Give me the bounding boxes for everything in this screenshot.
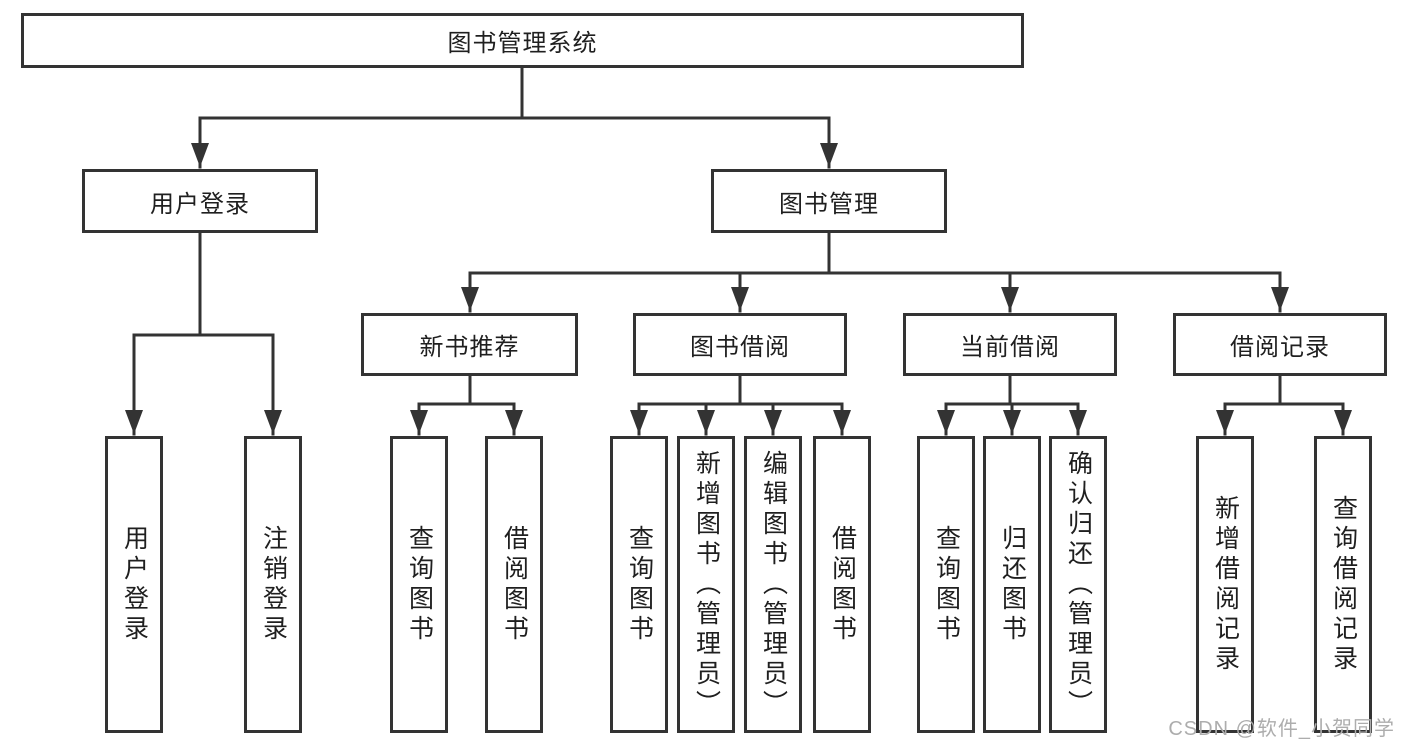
leaf-confirm-return-admin: 确认归还（管理员） (1049, 436, 1107, 733)
leaf-label: 新增图书（管理员） (692, 449, 721, 720)
node-current-borrowing: 当前借阅 (903, 313, 1117, 376)
leaf-label: 新增借阅记录 (1211, 494, 1240, 675)
leaf-add-borrow-record: 新增借阅记录 (1196, 436, 1254, 733)
leaf-label: 查询借阅记录 (1329, 494, 1358, 675)
node-user-login: 用户登录 (82, 169, 318, 233)
node-new-book-recommend: 新书推荐 (361, 313, 578, 376)
leaf-logout: 注销登录 (244, 436, 302, 733)
leaf-query-books-recommend: 查询图书 (390, 436, 448, 733)
leaf-label: 注销登录 (259, 524, 288, 645)
leaf-return-books: 归还图书 (983, 436, 1041, 733)
leaf-label: 查询图书 (625, 524, 654, 645)
node-borrowing-records: 借阅记录 (1173, 313, 1387, 376)
node-book-management: 图书管理 (711, 169, 947, 233)
leaf-label: 编辑图书（管理员） (759, 449, 788, 720)
leaf-query-books-borrowing: 查询图书 (610, 436, 668, 733)
node-label: 借阅记录 (1230, 334, 1330, 361)
connector-root-to-level2 (191, 66, 838, 169)
leaf-label: 查询图书 (932, 524, 961, 645)
node-book-borrowing: 图书借阅 (633, 313, 847, 376)
leaf-label: 借阅图书 (828, 524, 857, 645)
leaf-query-borrow-record: 查询借阅记录 (1314, 436, 1372, 733)
connector-recommend-to-leaves (410, 374, 523, 436)
connector-records-to-leaves (1216, 374, 1352, 436)
leaf-borrow-books-recommend: 借阅图书 (485, 436, 543, 733)
node-label: 新书推荐 (419, 334, 520, 361)
leaf-add-books-admin: 新增图书（管理员） (677, 436, 735, 733)
node-label: 图书借阅 (690, 334, 790, 361)
connector-current-to-leaves (937, 374, 1087, 436)
node-label: 图书管理系统 (447, 30, 598, 57)
csdn-watermark: CSDN @软件_小贺同学 (1168, 718, 1395, 740)
leaf-borrow-books: 借阅图书 (813, 436, 871, 733)
connector-userlogin-to-leaves (125, 231, 282, 436)
leaf-user-login: 用户登录 (105, 436, 163, 733)
connector-borrowing-to-leaves (630, 374, 851, 436)
leaf-label: 查询图书 (405, 524, 434, 645)
node-root-library-system: 图书管理系统 (21, 13, 1024, 68)
node-label: 当前借阅 (960, 334, 1060, 361)
node-label: 用户登录 (150, 190, 250, 218)
leaf-label: 用户登录 (120, 524, 149, 645)
leaf-label: 确认归还（管理员） (1064, 449, 1093, 720)
leaf-label: 借阅图书 (500, 524, 529, 645)
leaf-edit-books-admin: 编辑图书（管理员） (744, 436, 802, 733)
node-label: 图书管理 (779, 190, 879, 218)
connector-bookmgmt-to-level3 (461, 231, 1289, 313)
leaf-label: 归还图书 (998, 524, 1027, 645)
leaf-query-books-current: 查询图书 (917, 436, 975, 733)
